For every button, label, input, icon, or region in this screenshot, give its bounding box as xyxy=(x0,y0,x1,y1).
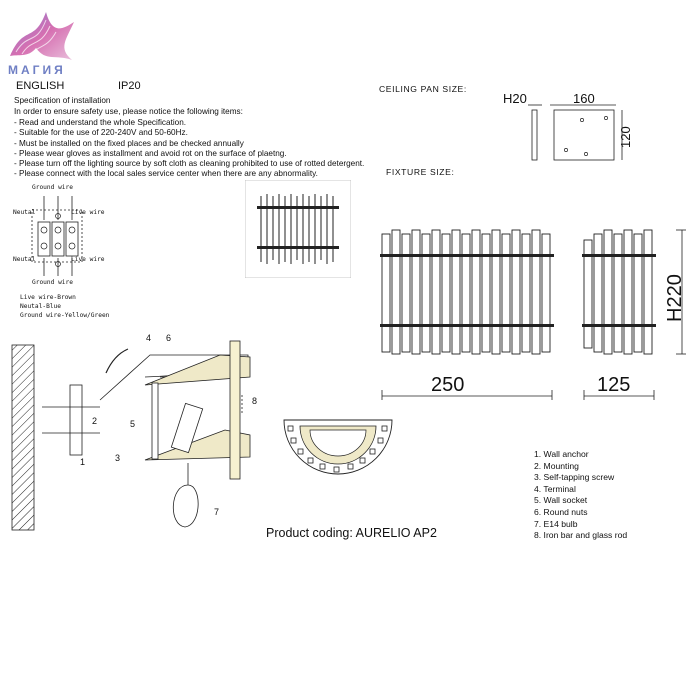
ceiling-pan-height: H20 xyxy=(503,91,527,106)
callout-7: 7 xyxy=(214,507,220,517)
fixture-depth: 125 xyxy=(597,374,631,396)
parts-legend-item: 7. E14 bulb xyxy=(534,518,578,529)
terminal-block-diagram xyxy=(31,196,83,276)
fixture-size-title: FIXTURE SIZE: xyxy=(386,167,455,177)
wire-label-ground-bottom: Ground wire xyxy=(32,279,73,286)
callout-5: 5 xyxy=(130,419,136,429)
spec-intro: In order to ensure safety use, please no… xyxy=(14,107,243,116)
wire-color-legend-blue: Neutal-Blue xyxy=(20,303,61,310)
ceiling-pan-width: 160 xyxy=(573,91,595,106)
callout-1: 1 xyxy=(80,457,86,467)
spec-item: - Suitable for the use of 220-240V and 5… xyxy=(14,128,188,138)
wire-color-legend-yellow-green: Ground wire-Yellow/Green xyxy=(20,312,110,319)
spec-title: Specification of installation xyxy=(14,96,111,105)
callout-4: 4 xyxy=(146,333,152,343)
parts-legend-item: 3. Self-tapping screw xyxy=(534,472,615,483)
spec-item: - Read and understand the whole Specific… xyxy=(14,118,187,127)
spec-item: - Please turn off the lighting source by… xyxy=(14,159,365,169)
spec-list: - Read and understand the whole Specific… xyxy=(14,118,364,180)
ceiling-pan-drawing xyxy=(528,104,623,161)
fixture-top-view xyxy=(283,419,393,475)
parts-legend-item: 6. Round nuts xyxy=(534,506,588,517)
brand-name: МАГИЯ xyxy=(8,63,66,77)
spec-item: - Must be installed on the fixed places … xyxy=(14,138,244,148)
callout-8: 8 xyxy=(252,396,258,406)
language-label: ENGLISH xyxy=(16,80,65,92)
wire-label-live-bottom: Live wire xyxy=(71,256,105,263)
wire-color-legend-brown: Live wire-Brown xyxy=(20,294,76,301)
parts-legend-item: 1. Wall anchor xyxy=(534,449,589,459)
parts-legend-item: 4. Terminal xyxy=(534,483,576,494)
parts-legend-item: 5. Wall socket xyxy=(534,495,588,506)
parts-legend-item: 8. Iron bar and glass rod xyxy=(534,530,628,541)
ip-rating: IP20 xyxy=(118,80,141,92)
spec-item: - Please connect with the local sales se… xyxy=(14,169,318,179)
fixture-height: H220 xyxy=(664,274,686,322)
fixture-width: 250 xyxy=(431,374,465,396)
parts-legend-item: 2. Mounting xyxy=(534,460,579,471)
callout-3: 3 xyxy=(115,453,121,463)
callout-6: 6 xyxy=(166,333,172,343)
parts-legend: 1. Wall anchor 2. Mounting 3. Self-tappi… xyxy=(534,449,627,542)
wire-label-live-top: Live wire xyxy=(71,209,105,216)
fixture-dimension-drawing xyxy=(380,229,686,400)
spec-item: - Please wear gloves as installment and … xyxy=(14,148,287,158)
ceiling-pan-depth: 120 xyxy=(618,126,633,148)
ceiling-pan-title: CEILING PAN SIZE: xyxy=(379,84,467,94)
product-coding: Product coding: AURELIO AP2 xyxy=(266,526,437,540)
installation-diagram xyxy=(11,340,251,531)
fixture-photo xyxy=(245,180,351,278)
wire-label-neutral-top: Neutal xyxy=(13,209,36,216)
callout-2: 2 xyxy=(92,416,98,426)
wire-label-neutral-bottom: Neutal xyxy=(13,256,36,263)
brand-logo-icon xyxy=(10,12,74,60)
wire-label-ground-top: Ground wire xyxy=(32,184,73,191)
